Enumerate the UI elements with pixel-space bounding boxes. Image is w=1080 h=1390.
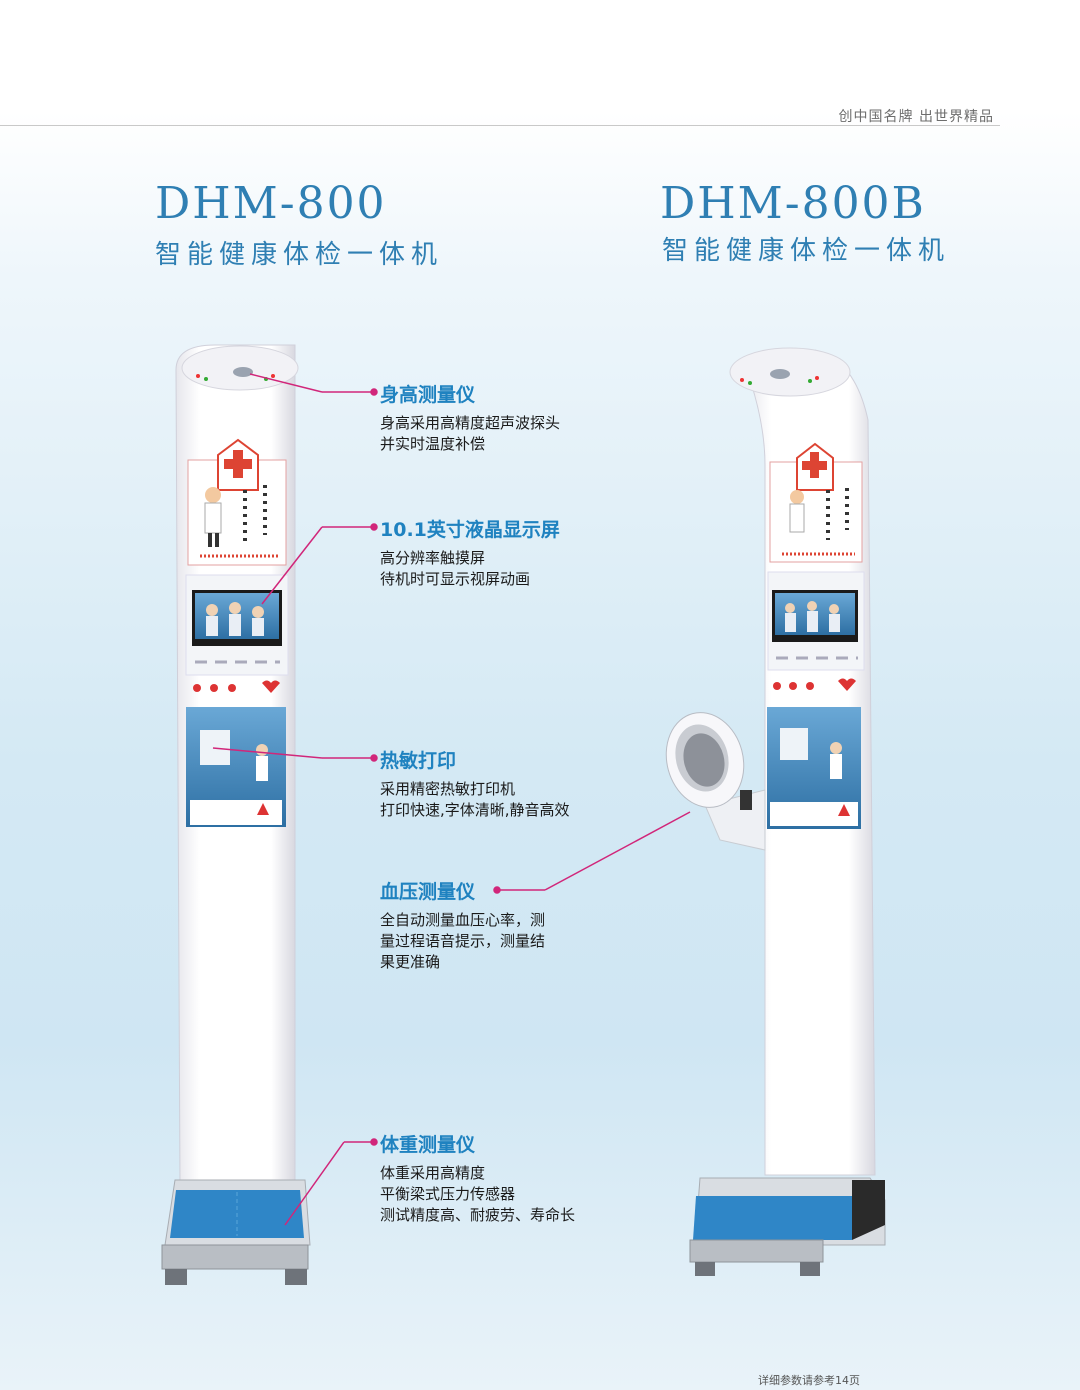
model-title-2: DHM-800B [660,178,926,229]
callout-lines [212,373,691,1226]
feature-height: 身高测量仪 身高采用高精度超声波探头 并实时温度补偿 [380,380,560,455]
top-rule [0,125,1000,126]
feature-title: 身高测量仪 [380,384,476,406]
feature-line: 果更准确 [380,953,441,971]
feature-line: 测试精度高、耐疲劳、寿命长 [380,1206,576,1224]
model-subtitle-1: 智能健康体检一体机 [155,240,444,270]
feature-line: 高分辨率触摸屏 [380,549,486,567]
feature-title: 热敏打印 [380,750,457,772]
feature-display: 10.1英寸液晶显示屏 高分辨率触摸屏 待机时可显示视屏动画 [380,515,560,590]
feature-line: 体重采用高精度 [380,1164,486,1182]
model-subtitle-2: 智能健康体检一体机 [662,236,951,266]
feature-printer: 热敏打印 采用精密热敏打印机 打印快速,字体清晰,静音高效 [380,746,570,821]
feature-title: 血压测量仪 [380,881,476,903]
feature-line: 打印快速,字体清晰,静音高效 [380,801,570,819]
feature-line: 待机时可显示视屏动画 [380,570,531,588]
feature-line: 并实时温度补偿 [380,435,486,453]
feature-line: 全自动测量血压心率，测 [380,911,546,929]
feature-line: 平衡梁式压力传感器 [380,1185,516,1203]
device-dhm800 [161,344,311,1285]
feature-title: 体重测量仪 [380,1134,476,1156]
slogan: 创中国名牌 出世界精品 [838,109,994,125]
feature-weight: 体重测量仪 体重采用高精度 平衡梁式压力传感器 测试精度高、耐疲劳、寿命长 [380,1130,575,1226]
feature-line: 采用精密热敏打印机 [380,780,516,798]
model-title-1: DHM-800 [155,178,387,229]
feature-title: 10.1英寸液晶显示屏 [380,519,560,541]
footnote: 详细参数请参考14页 [758,1374,860,1387]
feature-blood-pressure: 血压测量仪 全自动测量血压心率，测 量过程语音提示，测量结 果更准确 [380,877,545,973]
feature-line: 量过程语音提示，测量结 [380,932,546,950]
feature-line: 身高采用高精度超声波探头 [380,414,561,432]
device-dhm800b [665,347,886,1276]
